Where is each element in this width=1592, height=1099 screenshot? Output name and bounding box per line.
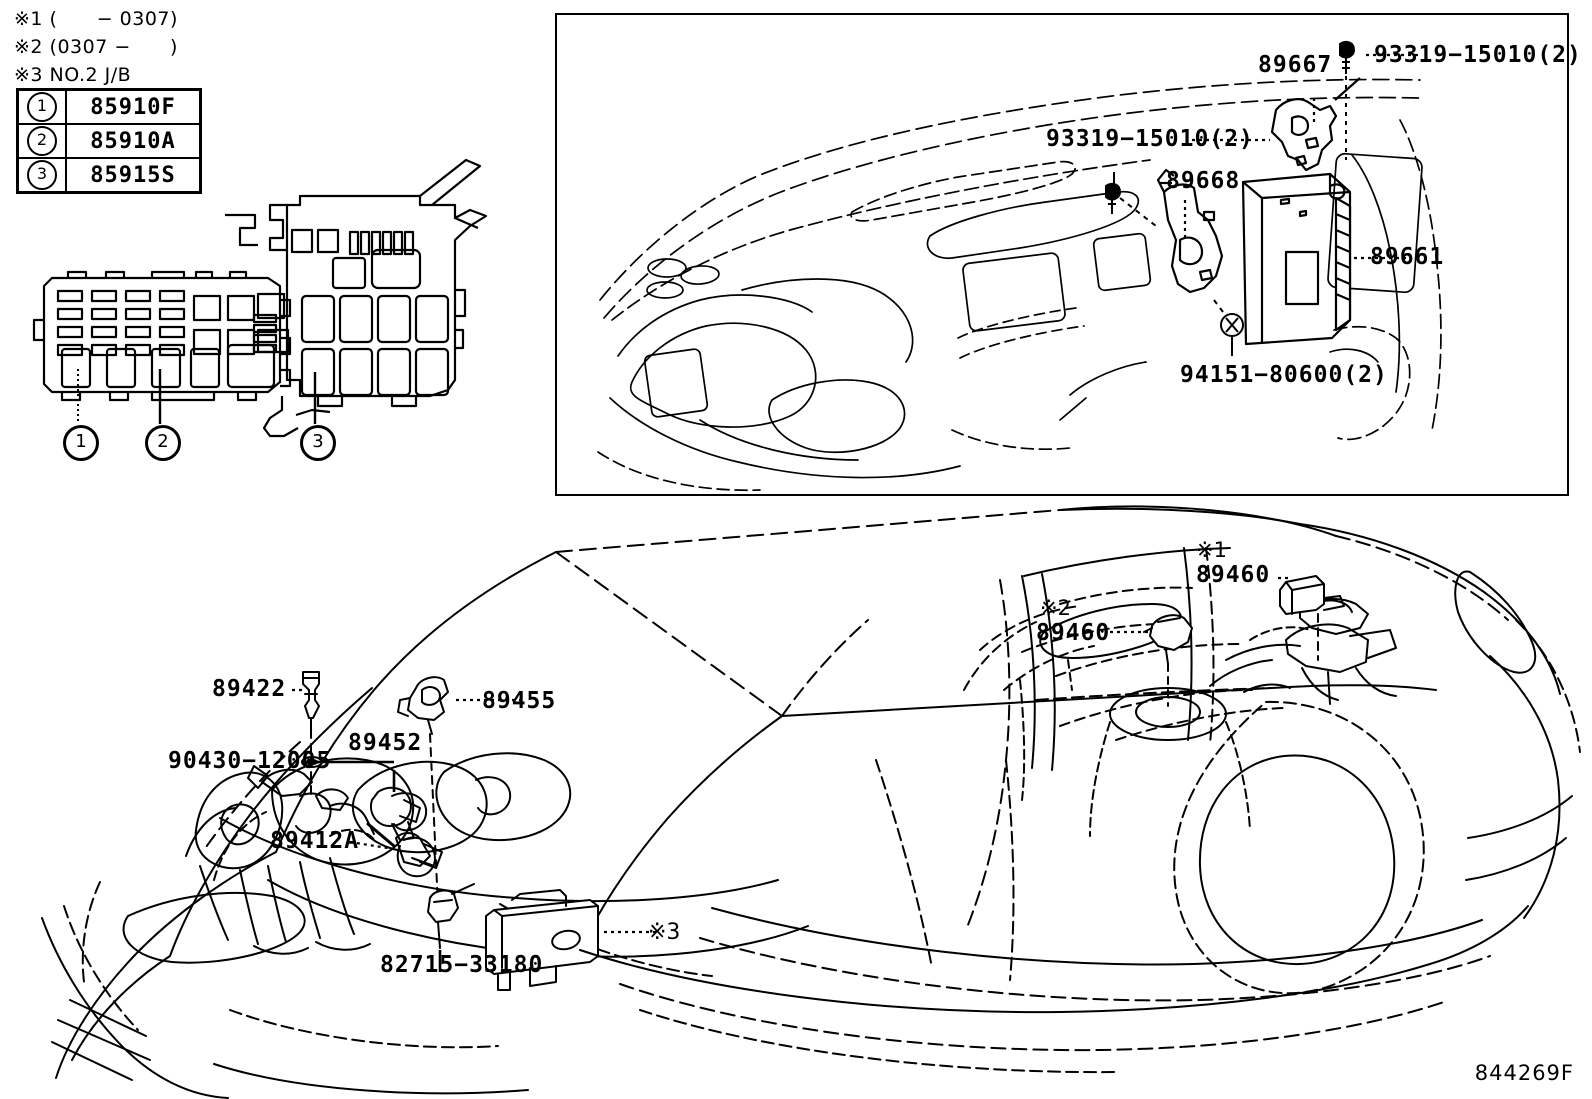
diagram-id: 844269F: [1474, 1061, 1574, 1085]
label-ref2: ※2: [1040, 596, 1071, 620]
legend-index-cell: 3: [16, 157, 67, 194]
fusebox-callout-3: 3: [300, 425, 336, 461]
label-93319-top: 93319−15010(2): [1374, 42, 1582, 68]
table-row: 3 85915S: [16, 157, 202, 194]
label-89661: 89661: [1370, 244, 1445, 270]
label-93319-left: 93319−15010(2): [1046, 126, 1254, 152]
label-ref3: ※3: [648, 920, 681, 945]
table-row: 1 85910F: [16, 88, 202, 125]
label-89455: 89455: [482, 688, 557, 714]
note-line-1: ※1 ( − 0307): [14, 8, 178, 30]
note-line-2: ※2 (0307 − ): [14, 36, 178, 58]
label-89422: 89422: [212, 676, 287, 702]
label-90430: 90430−12005: [168, 748, 332, 774]
legend-part-cell: 85910F: [65, 88, 202, 125]
fusebox-callout-2: 2: [145, 425, 181, 461]
table-row: 2 85910A: [16, 123, 202, 159]
label-89452: 89452: [348, 730, 423, 756]
legend-circle-2: 2: [27, 126, 57, 156]
label-89412A: 89412A: [270, 828, 360, 854]
legend-circle-3: 3: [27, 160, 57, 190]
label-94151: 94151−80600(2): [1180, 362, 1388, 388]
legend-part-cell: 85915S: [65, 157, 202, 194]
legend-index-cell: 1: [16, 88, 67, 125]
legend-index-cell: 2: [16, 123, 67, 159]
note-line-3: ※3 NO.2 J/B: [14, 64, 132, 86]
label-ref1: ※1: [1196, 538, 1227, 562]
legend-circle-1: 1: [27, 92, 57, 122]
label-89460-rear: 89460: [1036, 620, 1111, 646]
fusebox-callout-1: 1: [63, 425, 99, 461]
label-82715: 82715−33180: [380, 952, 544, 978]
legend-part-cell: 85910A: [65, 123, 202, 159]
label-89667: 89667: [1258, 52, 1333, 78]
label-89668: 89668: [1166, 168, 1241, 194]
label-89460-front: 89460: [1196, 562, 1271, 588]
legend-table: 1 85910F 2 85910A 3 85915S: [16, 88, 202, 194]
